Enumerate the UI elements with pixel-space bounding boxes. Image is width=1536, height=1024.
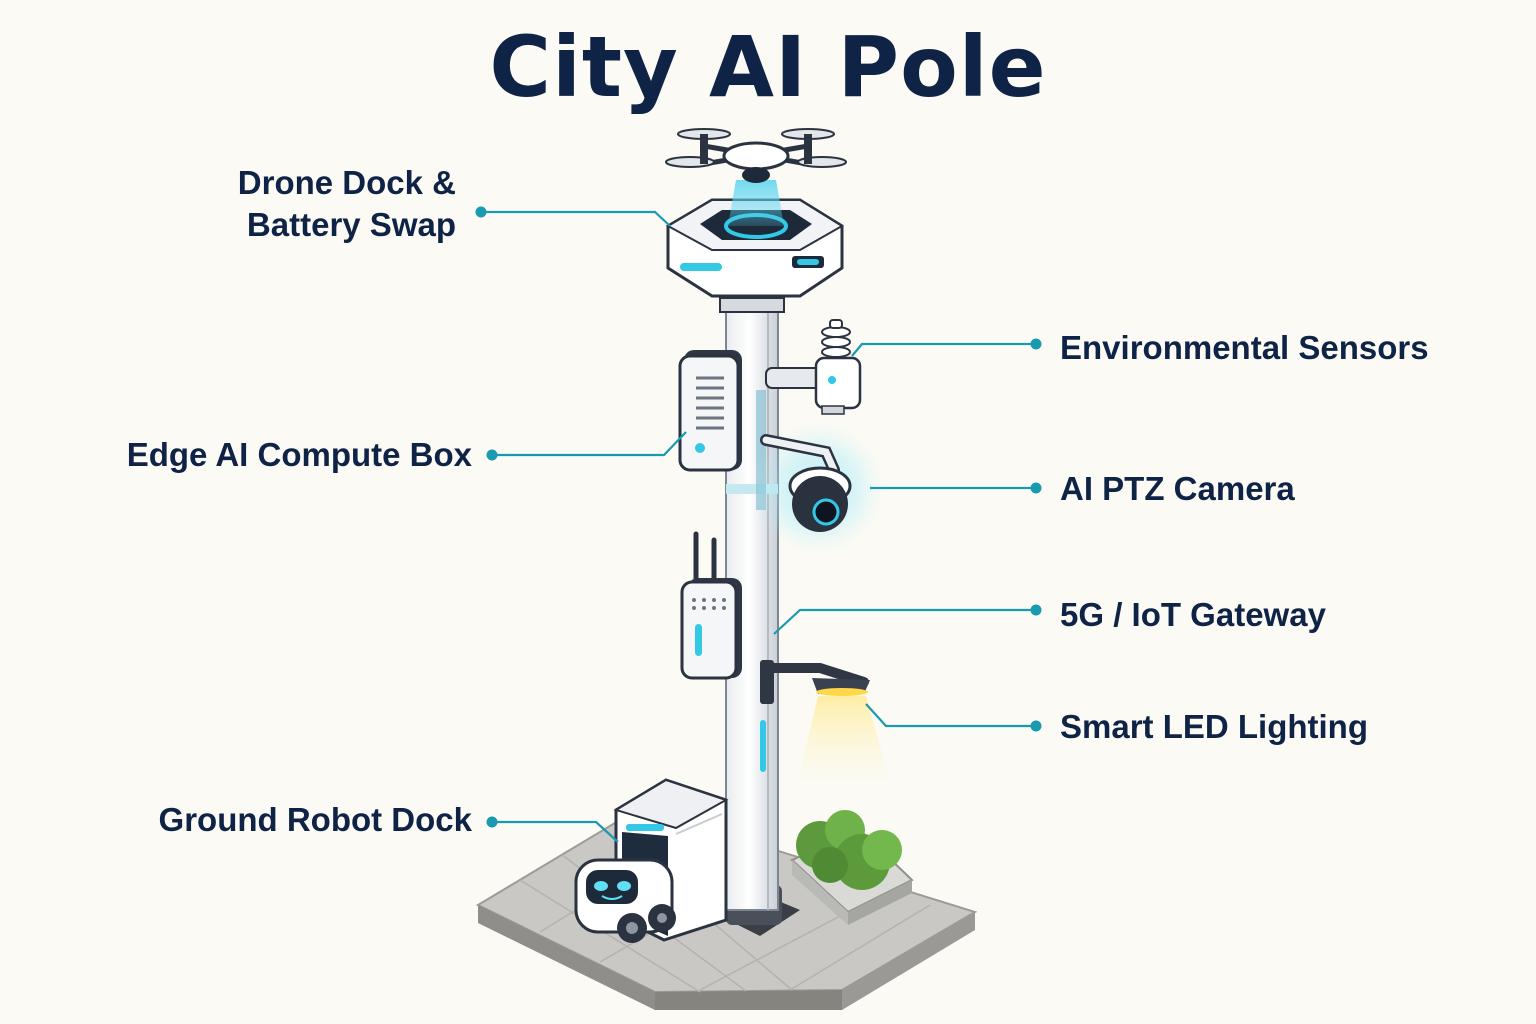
page-title: City AI Pole bbox=[489, 18, 1047, 116]
leader-ground-robot bbox=[492, 820, 619, 843]
label-ground-robot: Ground Robot Dock bbox=[158, 801, 472, 838]
label-gateway: 5G / IoT Gateway bbox=[1060, 596, 1326, 633]
environmental-sensor bbox=[765, 319, 862, 415]
label-ptz-camera: AI PTZ Camera bbox=[1060, 470, 1295, 507]
label-environmental: Environmental Sensors bbox=[1060, 329, 1429, 366]
leader-gateway bbox=[773, 608, 1036, 635]
planter bbox=[790, 810, 914, 925]
label-drone-dock: Drone Dock & Battery Swap bbox=[190, 162, 456, 246]
label-led-lighting: Smart LED Lighting bbox=[1060, 708, 1368, 745]
drone bbox=[665, 128, 847, 183]
leader-edge-ai bbox=[492, 431, 687, 457]
gateway-device bbox=[680, 531, 742, 680]
label-drone-dock-line2: Battery Swap bbox=[246, 206, 456, 243]
ptz-camera bbox=[760, 434, 852, 532]
leader-lines bbox=[481, 210, 1036, 843]
leader-drone-dock bbox=[481, 210, 671, 227]
label-drone-dock-line1: Drone Dock & bbox=[237, 164, 456, 201]
ground-robot bbox=[574, 858, 676, 943]
leader-environmental bbox=[851, 342, 1036, 357]
leader-dots bbox=[475, 206, 1042, 828]
led-luminaire bbox=[760, 660, 870, 704]
label-edge-ai: Edge AI Compute Box bbox=[126, 436, 472, 473]
edge-compute-box bbox=[678, 350, 742, 472]
leader-led-lighting bbox=[865, 703, 1036, 728]
